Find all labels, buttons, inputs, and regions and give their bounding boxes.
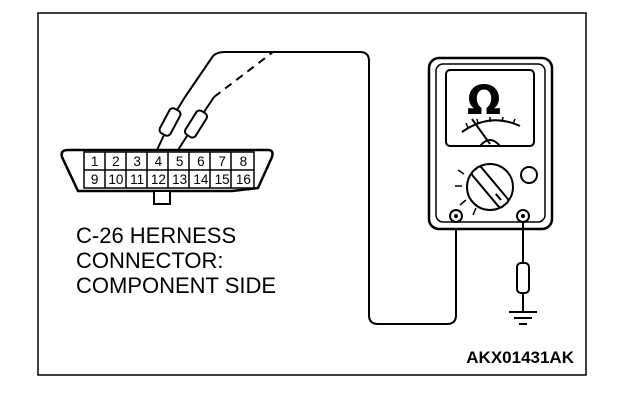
ohmmeter-icon: Ω bbox=[427, 56, 554, 231]
test-lead-solid bbox=[184, 51, 457, 325]
connector-pin-15: 15 bbox=[215, 172, 230, 187]
connector-pin-9: 9 bbox=[91, 172, 99, 187]
connector-pin-1: 1 bbox=[91, 154, 99, 169]
connector-pin-5: 5 bbox=[176, 154, 184, 169]
test-lead-dashed bbox=[213, 51, 274, 98]
connector-pin-10: 10 bbox=[108, 172, 123, 187]
connector-pin-6: 6 bbox=[197, 154, 205, 169]
connector-pin-4: 4 bbox=[155, 154, 163, 169]
connector-pin-11: 11 bbox=[130, 172, 144, 187]
connector-pin-13: 13 bbox=[172, 172, 187, 187]
connector-latch bbox=[153, 190, 171, 205]
ground-probe bbox=[516, 262, 530, 294]
connector-pin-14: 14 bbox=[193, 172, 209, 187]
connector-pin-7: 7 bbox=[218, 154, 226, 169]
connector-pin-12: 12 bbox=[151, 172, 166, 187]
meter-dial-knob bbox=[470, 165, 510, 209]
connector-caption: C-26 HERNESS CONNECTOR: COMPONENT SIDE bbox=[76, 223, 276, 298]
diagram-frame bbox=[37, 12, 587, 376]
meter-body-inner bbox=[435, 63, 546, 223]
connector-pins-bottom: 9 10 11 12 13 14 15 16 bbox=[91, 172, 251, 187]
meter-unit-symbol: Ω bbox=[467, 78, 501, 124]
connector-pin-8: 8 bbox=[240, 154, 248, 169]
ground-lead bbox=[516, 222, 530, 312]
reference-code: AKX01431AK bbox=[466, 348, 574, 367]
connector-pin-16: 16 bbox=[236, 172, 251, 187]
caption-line-3: COMPONENT SIDE bbox=[76, 273, 276, 298]
meter-needle-pivot bbox=[479, 139, 501, 147]
connector-pin-2: 2 bbox=[112, 154, 120, 169]
probe-dashed bbox=[177, 96, 215, 151]
probe-solid bbox=[156, 96, 186, 151]
meter-adjust-knob bbox=[520, 166, 538, 184]
connector-pin-3: 3 bbox=[133, 154, 141, 169]
caption-line-2: CONNECTOR: bbox=[76, 248, 224, 273]
ground-icon bbox=[509, 311, 537, 325]
connector-pin-grid bbox=[83, 151, 255, 189]
caption-line-1: C-26 HERNESS bbox=[76, 223, 236, 248]
